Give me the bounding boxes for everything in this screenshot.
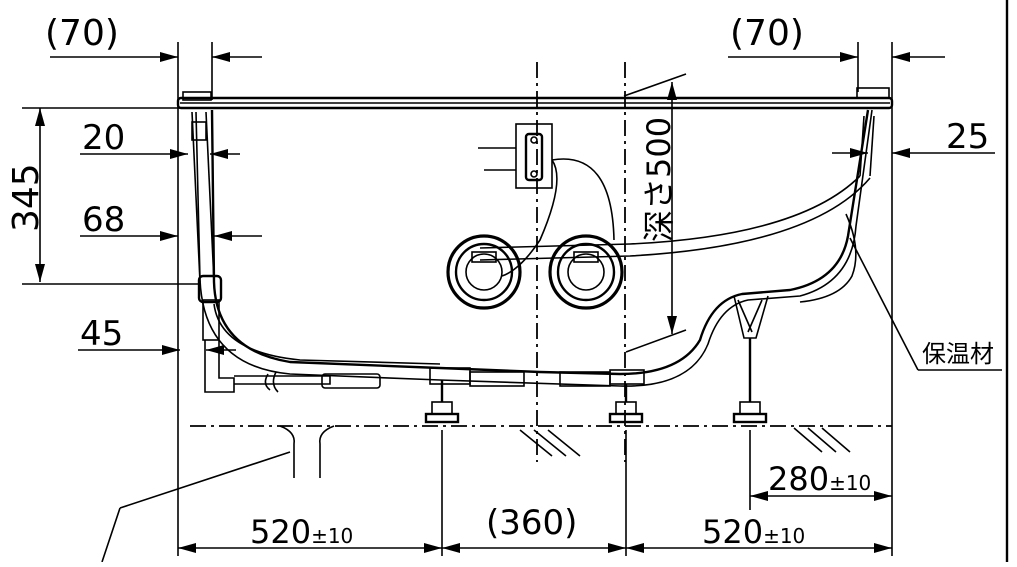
left-pipe <box>191 111 441 393</box>
tub-outer-wall <box>195 109 873 387</box>
span-left-520-value: 520±10 <box>250 513 353 551</box>
top-right-dimension: (70) <box>728 13 945 556</box>
span-center-360-label: (360) <box>486 503 577 543</box>
insulation-leader <box>849 237 919 371</box>
height-dimension-345: 345 <box>6 107 200 285</box>
insulation-label: 保温材 <box>922 340 994 368</box>
height-overall-label: 345 <box>6 163 47 232</box>
support-leg-right <box>732 295 769 424</box>
top-left-offset-label: (70) <box>45 13 119 54</box>
support-leg-left <box>424 380 460 424</box>
jet-nozzle-left <box>446 234 522 310</box>
left-dimension-20: 20 <box>80 118 240 159</box>
depth-dimension: 深さ500 <box>623 73 687 353</box>
right-pipe <box>479 115 875 261</box>
right-25-label: 25 <box>946 117 989 157</box>
top-right-offset-label: (70) <box>730 13 804 54</box>
tub-rim <box>176 87 894 110</box>
jet-nozzle-right <box>548 234 624 310</box>
left-45-label: 45 <box>80 314 123 354</box>
support-leg-center <box>608 384 644 424</box>
span-dimension-right-520: 520±10 <box>626 513 892 553</box>
span-dimension-center-360: (360) <box>442 503 626 553</box>
span-280-value: 280±10 <box>768 460 871 498</box>
left-68-label: 68 <box>82 200 125 240</box>
span-dimension-280: 280±10 <box>750 460 892 501</box>
depth-label: 深さ500 <box>640 117 678 242</box>
span-right-520-value: 520±10 <box>702 513 805 551</box>
right-dimension-25: 25 <box>832 117 995 158</box>
top-left-dimension: (70) <box>45 13 262 100</box>
insulation-layer <box>799 213 857 303</box>
left-20-label: 20 <box>82 118 125 158</box>
left-dimension-45: 45 <box>78 314 236 355</box>
left-dimension-68: 68 <box>80 200 262 241</box>
tub-inner-wall <box>210 109 870 376</box>
span-dimension-left-520: 520±10 <box>178 513 442 553</box>
control-box <box>478 123 615 277</box>
floor-drain-profile <box>101 425 851 563</box>
